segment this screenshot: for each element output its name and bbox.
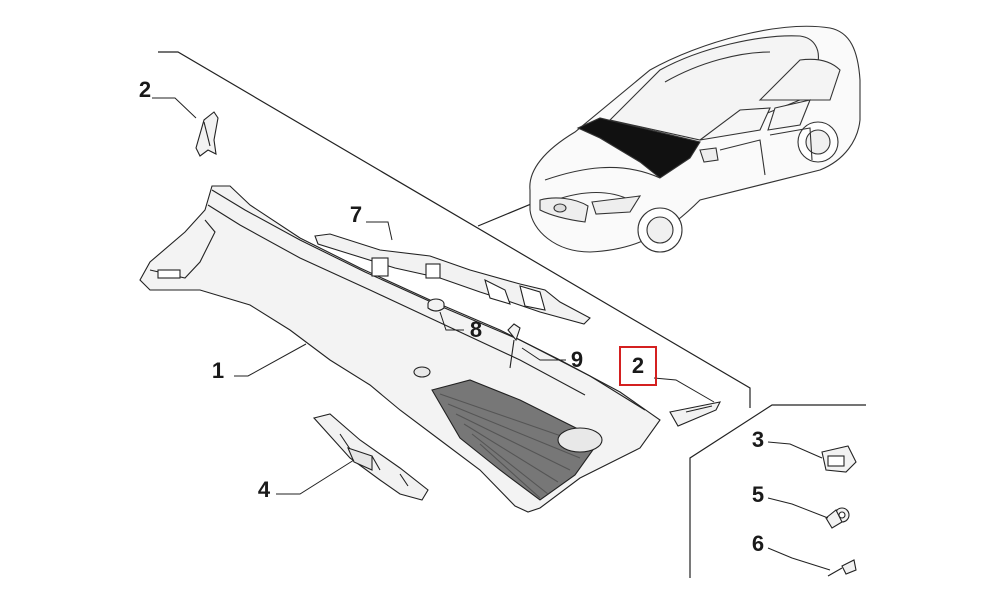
leader-2-top	[152, 97, 197, 119]
part-5-push-fastener	[825, 507, 850, 529]
part-9-pin	[507, 323, 521, 369]
part-6-screw	[827, 559, 857, 577]
leader-6	[767, 547, 831, 571]
callout-2-top: 2	[138, 77, 152, 102]
callout-2-highlighted: 2	[619, 346, 657, 386]
part-3-clip	[821, 445, 857, 473]
callout-6: 6	[751, 531, 765, 556]
part-2-bracket-left	[195, 111, 219, 157]
leader-9	[521, 347, 566, 361]
leader-7	[366, 221, 393, 241]
callout-7: 7	[349, 202, 363, 227]
callout-8: 8	[469, 317, 483, 342]
part-1-cowl-panel	[139, 185, 661, 513]
callout-1: 1	[211, 358, 225, 383]
boundary-line-upper	[158, 51, 751, 408]
part-7-bracket-strip	[314, 233, 591, 325]
callout-5: 5	[751, 482, 765, 507]
leader-3	[767, 441, 823, 459]
boundary-line-lower	[689, 404, 866, 578]
callout-4: 4	[257, 477, 271, 502]
part-2-trim-right	[669, 401, 721, 427]
car-illustration	[529, 25, 861, 253]
callout-3: 3	[751, 427, 765, 452]
part-8-nut	[427, 298, 445, 312]
leader-8	[439, 311, 464, 331]
callout-9: 9	[570, 347, 584, 372]
leader-5	[767, 497, 829, 519]
part-4-lower-strip	[312, 413, 429, 501]
leader-2-highlight	[653, 377, 715, 403]
leader-1	[234, 343, 307, 377]
leader-4	[276, 459, 355, 495]
leader-lines	[152, 97, 831, 571]
